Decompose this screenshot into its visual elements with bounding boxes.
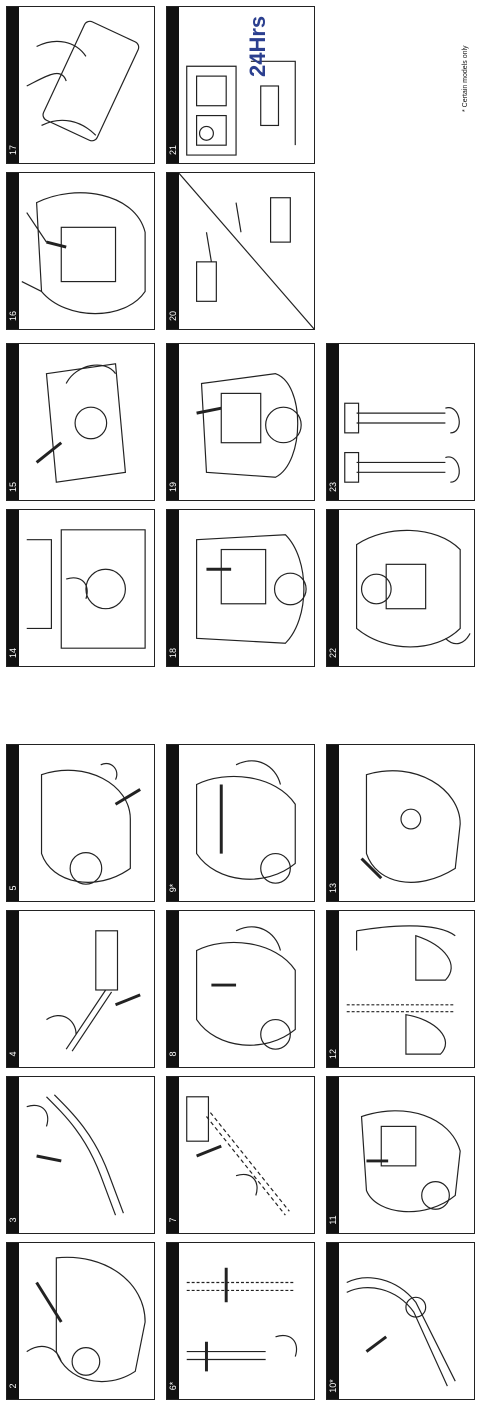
hose-icon (7, 1077, 154, 1233)
panel-8: 8 (166, 910, 315, 1068)
hose-icon (327, 1243, 474, 1399)
panel-9: 9* (166, 744, 315, 902)
hand-illustration-icon (7, 7, 154, 163)
vacuum-cleaner-icon (167, 510, 314, 666)
panel-4: 4 (6, 910, 155, 1068)
panel-6: 6* (166, 1242, 315, 1400)
filter-icon (167, 173, 314, 329)
panel-5: 5 (6, 744, 155, 902)
vacuum-cleaner-icon (7, 173, 154, 329)
window-illustration-icon (167, 7, 314, 163)
vacuum-cleaner-icon (7, 745, 154, 901)
nozzle-icon (7, 911, 154, 1067)
nozzle-icon (327, 344, 474, 500)
nozzle-icon (167, 1077, 314, 1233)
panel-2: 2 (6, 1242, 155, 1400)
panel-15: 15 (6, 343, 155, 501)
vacuum-cleaner-icon (7, 1243, 154, 1399)
filter-icon (7, 344, 154, 500)
vacuum-cleaner-icon (167, 344, 314, 500)
vacuum-cleaner-icon (7, 510, 154, 666)
panel-19: 19 (166, 343, 315, 501)
panel-3: 3 (6, 1076, 155, 1234)
footnote: * Certain models only (462, 45, 469, 112)
panel-13: 13 (326, 744, 475, 902)
panel-18: 18 (166, 509, 315, 667)
panel-7: 7 (166, 1076, 315, 1234)
panel-20: 20 (166, 172, 315, 330)
vacuum-cleaner-icon (327, 510, 474, 666)
vacuum-cleaner-icon (167, 911, 314, 1067)
vacuum-cleaner-icon (167, 745, 314, 901)
panel-21: 21 24Hrs (166, 6, 315, 164)
panel-22: 22 (326, 509, 475, 667)
panel-10: 10* (326, 1242, 475, 1400)
hose-icon (167, 1243, 314, 1399)
panel-16: 16 (6, 172, 155, 330)
panel-12: 12 (326, 910, 475, 1068)
panel-17: 17 (6, 6, 155, 164)
vacuum-cleaner-icon (327, 911, 474, 1067)
panel-23: 23 (326, 343, 475, 501)
vacuum-cleaner-icon (327, 1077, 474, 1233)
hours-label: 24Hrs (245, 16, 271, 77)
vacuum-cleaner-icon (327, 745, 474, 901)
panel-14: 14 (6, 509, 155, 667)
panel-11: 11 (326, 1076, 475, 1234)
